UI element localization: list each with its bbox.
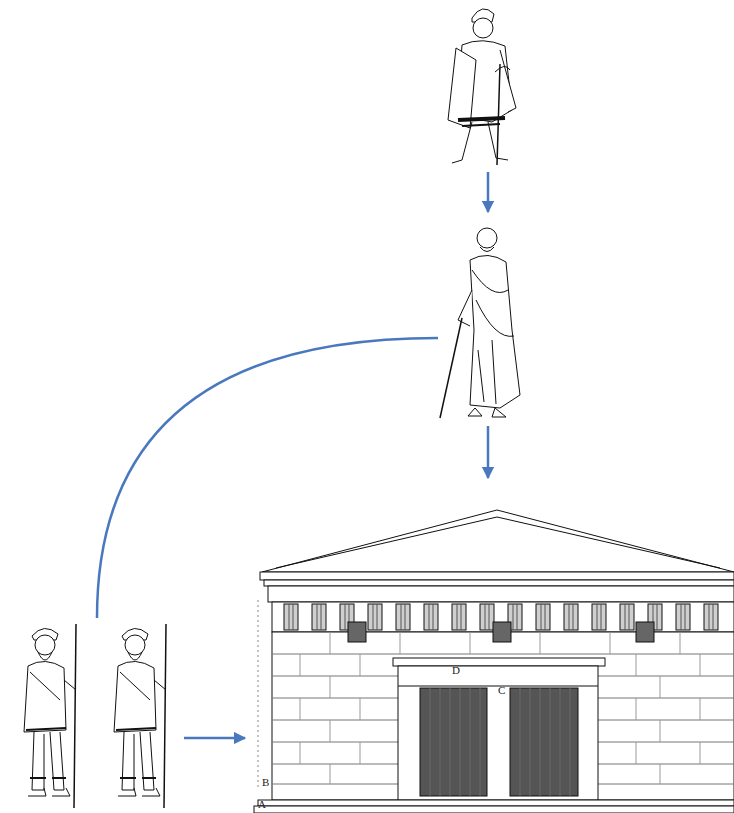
reference-letter: B — [262, 776, 269, 788]
flow-arrow — [184, 737, 245, 740]
curved-connector — [97, 338, 438, 618]
building-elevation — [254, 510, 734, 813]
figure-pair — [24, 624, 166, 808]
figure-pair-node — [0, 618, 184, 813]
building-node: D C BA — [245, 478, 734, 813]
walking-figure — [448, 9, 516, 165]
walking-figure-node — [430, 0, 546, 172]
reference-letter: C — [498, 684, 505, 696]
reference-letter: D — [452, 664, 460, 676]
robed-figure-node — [438, 212, 538, 426]
flow-arrow — [487, 426, 490, 478]
reference-letter: A — [258, 798, 266, 810]
robed-figure — [440, 228, 520, 418]
flow-arrow — [487, 172, 490, 212]
